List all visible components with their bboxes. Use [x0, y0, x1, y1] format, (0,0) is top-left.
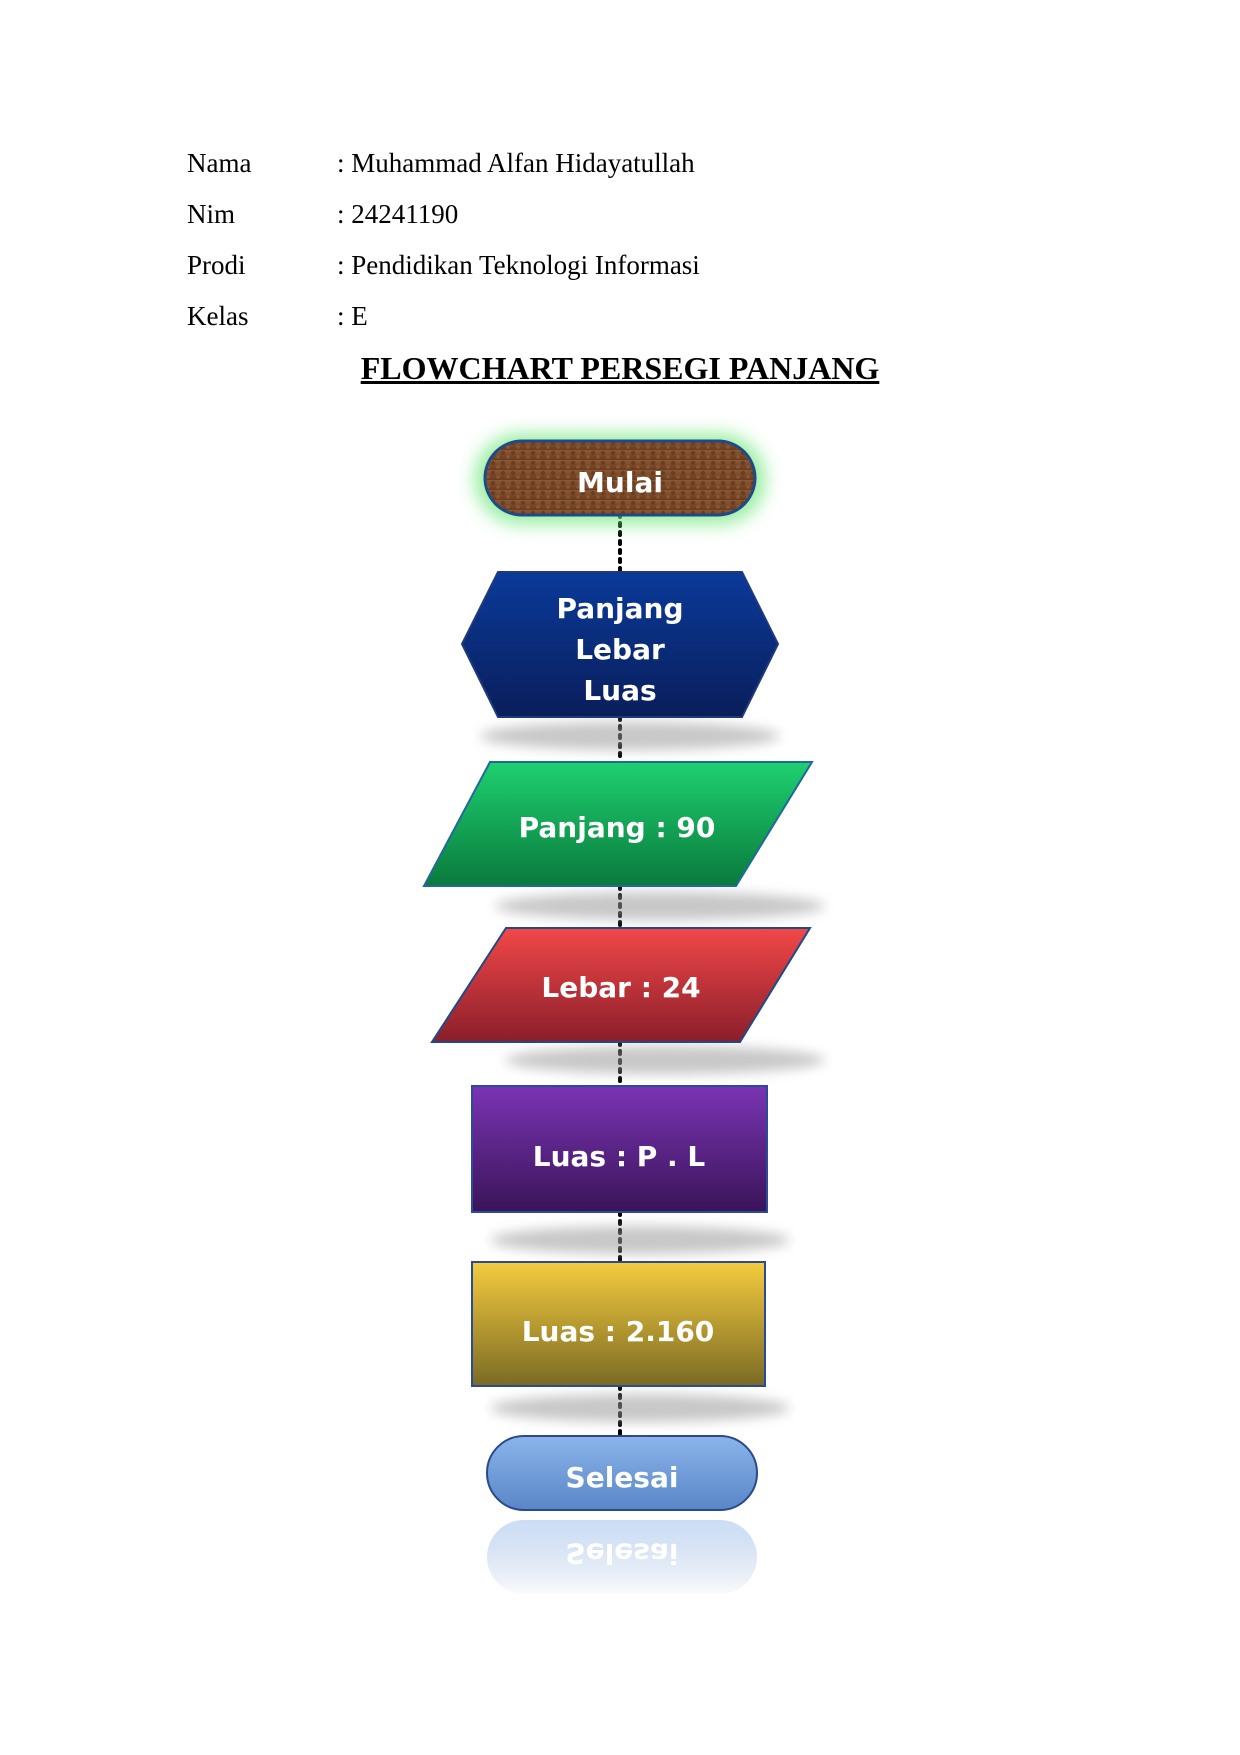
node-input-panjang: Panjang : 90 [422, 761, 814, 887]
node-shadows [480, 722, 825, 1422]
end-shape [486, 1435, 758, 1511]
shadow-declare [480, 722, 780, 750]
process-label: Luas : P . L [533, 1140, 706, 1173]
declare-line-2: Lebar [575, 633, 665, 666]
node-input-lebar: Lebar : 24 [430, 927, 812, 1043]
input-panjang-shape [422, 761, 814, 887]
input-lebar-label: Lebar : 24 [541, 971, 700, 1004]
info-label-nama: Nama [187, 148, 252, 178]
process-shape [471, 1085, 768, 1213]
start-label: Mulai [577, 466, 663, 499]
shadow-output [490, 1394, 790, 1422]
end-reflection: Selesai [480, 1518, 765, 1600]
info-value-prodi: : Pendidikan Teknologi Informasi [337, 250, 700, 280]
info-value-kelas: : E [337, 301, 368, 331]
shadow-process [490, 1226, 790, 1254]
info-value-nim: : 24241190 [337, 199, 459, 229]
declare-line-1: Panjang [556, 592, 683, 625]
node-end: Selesai [486, 1435, 758, 1511]
node-start: Mulai [475, 434, 765, 524]
end-label: Selesai [566, 1461, 679, 1494]
input-lebar-shape [430, 927, 812, 1043]
output-shape [471, 1261, 766, 1387]
node-process: Luas : P . L [471, 1085, 768, 1213]
shadow-input-panjang [495, 892, 825, 920]
output-label: Luas : 2.160 [522, 1315, 715, 1348]
info-label-kelas: Kelas [187, 301, 249, 331]
declare-line-3: Luas [583, 674, 656, 707]
info-label-nim: Nim [187, 199, 236, 229]
input-panjang-label: Panjang : 90 [519, 811, 716, 844]
end-reflection-fade [480, 1518, 765, 1600]
declare-shape [460, 571, 780, 718]
shadow-input-lebar [505, 1046, 825, 1074]
page-title: FLOWCHART PERSEGI PANJANG [360, 350, 880, 386]
node-declare: Panjang Lebar Luas [460, 571, 780, 718]
start-shape [483, 439, 757, 517]
info-value-nama: : Muhammad Alfan Hidayatullah [337, 148, 695, 178]
info-label-prodi: Prodi [187, 250, 246, 280]
node-output: Luas : 2.160 [471, 1261, 766, 1387]
